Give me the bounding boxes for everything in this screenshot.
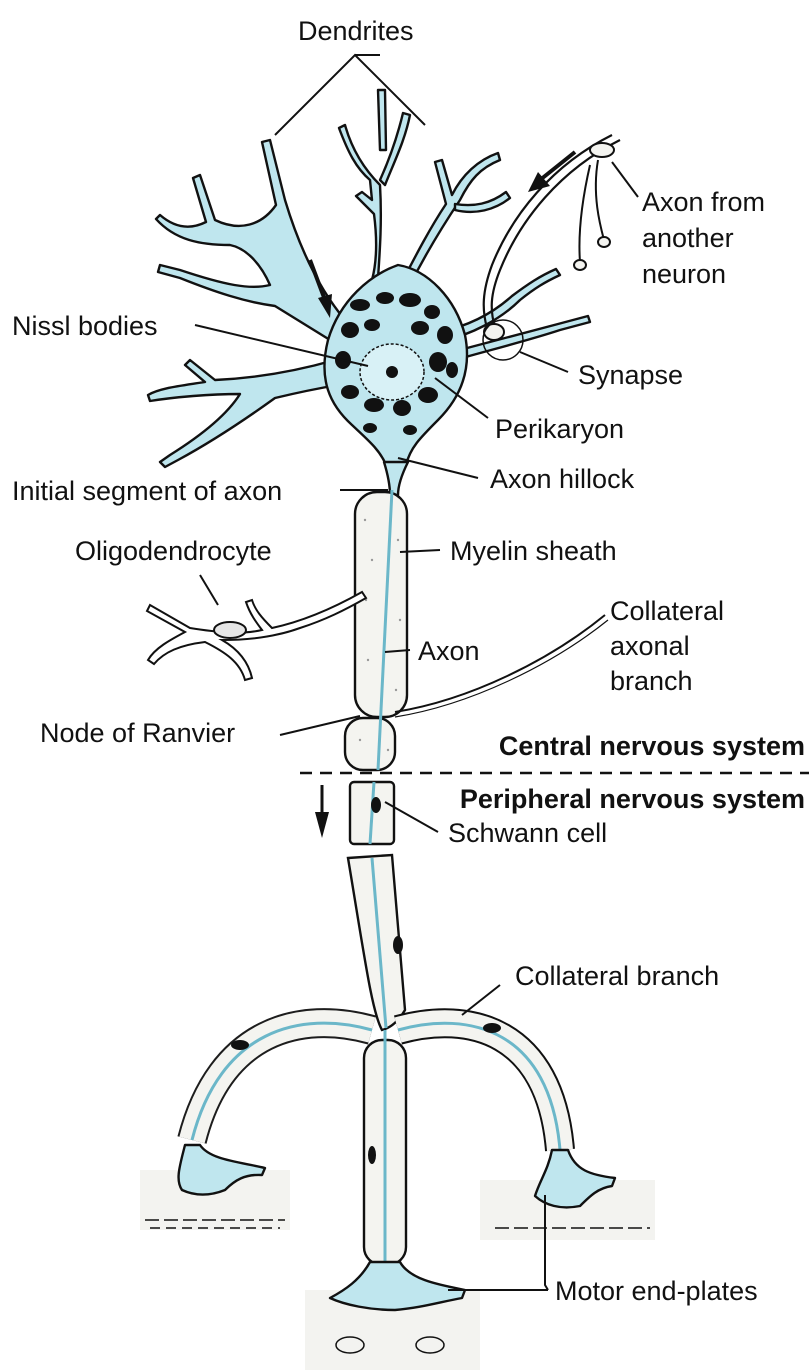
label-node-of-ranvier: Node of Ranvier [40, 718, 235, 748]
label-peripheral-nervous-system: Peripheral nervous system [460, 784, 805, 814]
label-axon: Axon [418, 636, 480, 666]
oligodendrocyte-drawing [147, 592, 366, 680]
signal-arrow-presynaptic [528, 152, 575, 192]
label-schwann-cell: Schwann cell [448, 818, 607, 848]
label-collateral-axonal-line3: branch [610, 666, 693, 696]
label-axon-from-another-neuron-line1: Axon from [642, 187, 765, 217]
label-synapse: Synapse [578, 360, 683, 390]
label-nissl-bodies: Nissl bodies [12, 311, 158, 341]
label-myelin-sheath: Myelin sheath [450, 536, 617, 566]
label-motor-end-plates: Motor end-plates [555, 1276, 758, 1306]
cns-axon-drawing [345, 490, 407, 770]
label-collateral-branch: Collateral branch [515, 961, 719, 991]
label-oligodendrocyte: Oligodendrocyte [75, 536, 272, 566]
label-central-nervous-system: Central nervous system [499, 731, 805, 761]
label-dendrites: Dendrites [298, 16, 414, 46]
label-initial-segment: Initial segment of axon [12, 476, 282, 506]
label-axon-from-another-neuron-line2: another [642, 223, 734, 253]
label-perikaryon: Perikaryon [495, 414, 624, 444]
label-axon-hillock: Axon hillock [490, 464, 635, 494]
label-axon-from-another-neuron-line3: neuron [642, 259, 726, 289]
label-collateral-axonal-line2: axonal [610, 631, 690, 661]
signal-arrow-peripheral [315, 785, 329, 838]
perikaryon-drawing [324, 265, 467, 495]
label-collateral-axonal-line1: Collateral [610, 596, 724, 626]
